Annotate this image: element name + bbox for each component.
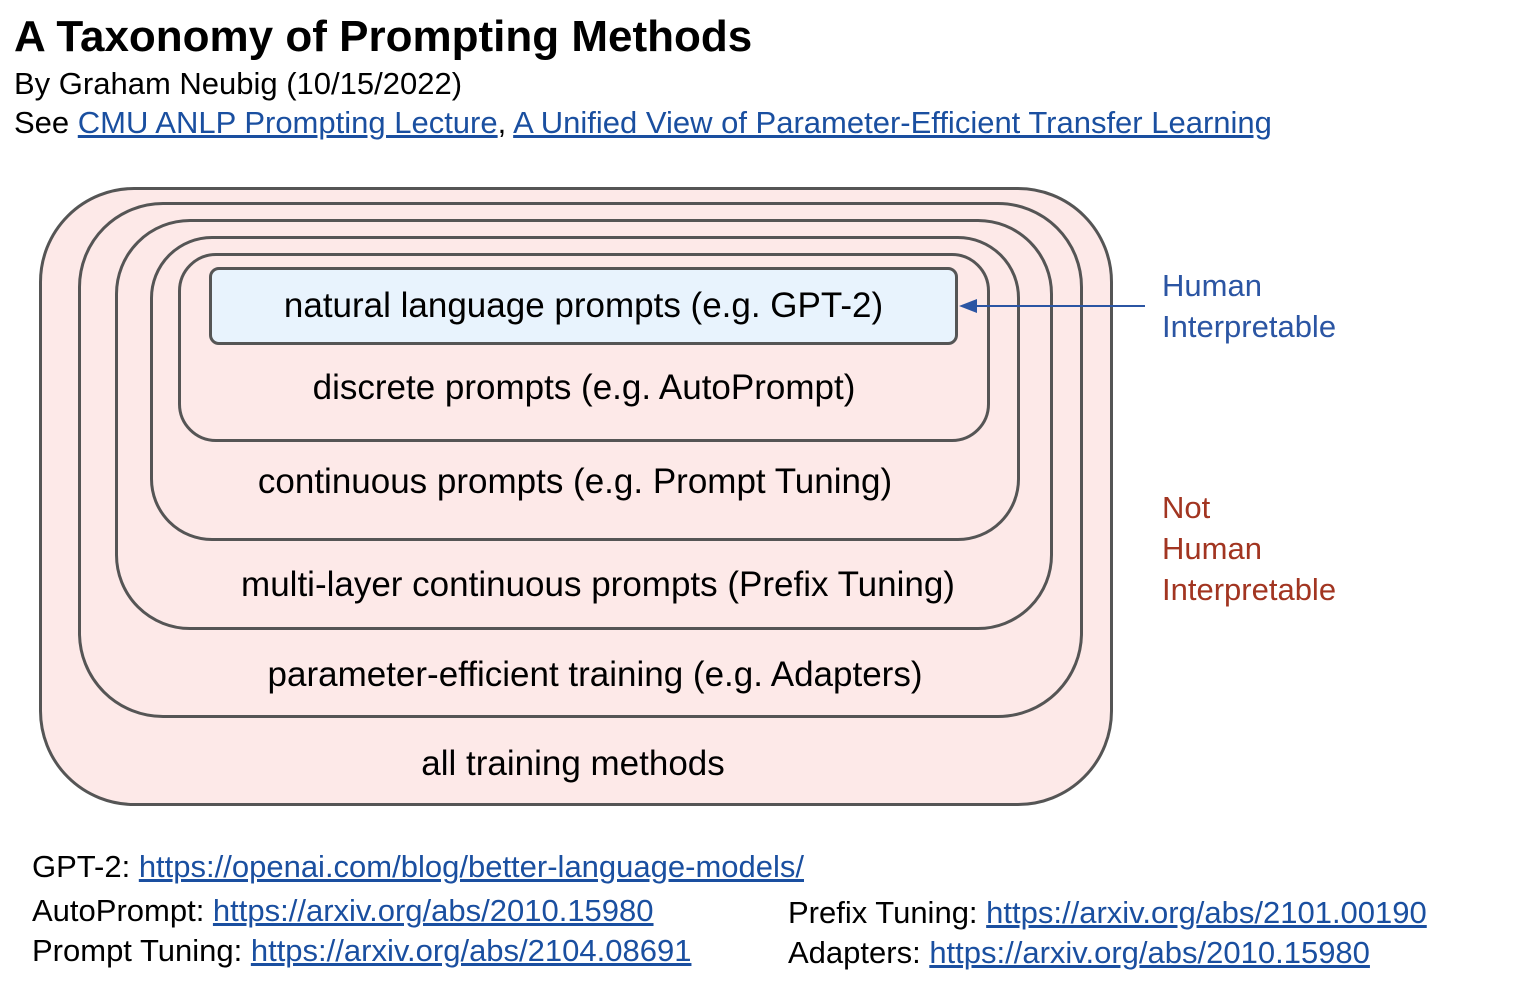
continuous-label: continuous prompts (e.g. Prompt Tuning) — [257, 462, 893, 501]
see-prefix: See — [14, 105, 78, 140]
reference-gpt2-name: GPT-2: — [32, 849, 139, 884]
reference-autoprompt: AutoPrompt: https://arxiv.org/abs/2010.1… — [32, 893, 654, 929]
reference-gpt2: GPT-2: https://openai.com/blog/better-la… — [32, 849, 804, 885]
reference-prompt-tuning: Prompt Tuning: https://arxiv.org/abs/210… — [32, 933, 691, 969]
multi-layer-label: multi-layer continuous prompts (Prefix T… — [241, 565, 955, 604]
see-line: See CMU ANLP Prompting Lecture, A Unifie… — [14, 105, 1272, 141]
reference-autoprompt-link[interactable]: https://arxiv.org/abs/2010.15980 — [212, 893, 654, 928]
not-human-interpretable-annotation: Not Human Interpretable — [1162, 487, 1336, 610]
not-human-interpretable-line1: Not — [1162, 490, 1211, 525]
reference-prompt-tuning-link[interactable]: https://arxiv.org/abs/2104.08691 — [250, 933, 692, 968]
not-human-interpretable-line2: Human — [1162, 531, 1262, 566]
reference-prefix-tuning-name: Prefix Tuning: — [788, 895, 987, 930]
reference-autoprompt-name: AutoPrompt: — [32, 893, 213, 928]
cmu-lecture-link[interactable]: CMU ANLP Prompting Lecture — [77, 105, 498, 140]
link-separator: , — [497, 105, 514, 140]
reference-prompt-tuning-name: Prompt Tuning: — [32, 933, 251, 968]
reference-adapters: Adapters: https://arxiv.org/abs/2010.159… — [788, 935, 1370, 971]
human-interpretable-annotation: Human Interpretable — [1162, 265, 1336, 347]
unified-view-paper-link[interactable]: A Unified View of Parameter-Efficient Tr… — [513, 105, 1272, 140]
parameter-efficient-label: parameter-efficient training (e.g. Adapt… — [267, 655, 923, 694]
reference-gpt2-link[interactable]: https://openai.com/blog/better-language-… — [138, 849, 804, 884]
reference-adapters-link[interactable]: https://arxiv.org/abs/2010.15980 — [929, 935, 1370, 970]
arrow-icon — [959, 299, 1145, 313]
byline: By Graham Neubig (10/15/2022) — [14, 66, 463, 101]
page-title: A Taxonomy of Prompting Methods — [14, 12, 753, 61]
box-natural-language: natural language prompts (e.g. GPT-2) — [209, 267, 958, 345]
not-human-interpretable-line3: Interpretable — [1162, 572, 1337, 607]
human-interpretable-line2: Interpretable — [1162, 309, 1337, 344]
reference-adapters-name: Adapters: — [788, 935, 930, 970]
reference-prefix-tuning-link[interactable]: https://arxiv.org/abs/2101.00190 — [986, 895, 1427, 930]
reference-prefix-tuning: Prefix Tuning: https://arxiv.org/abs/210… — [788, 895, 1427, 931]
all-training-label: all training methods — [421, 744, 725, 783]
discrete-label: discrete prompts (e.g. AutoPrompt) — [312, 368, 856, 407]
human-interpretable-line1: Human — [1162, 268, 1262, 303]
natural-language-label: natural language prompts (e.g. GPT-2) — [283, 286, 884, 325]
